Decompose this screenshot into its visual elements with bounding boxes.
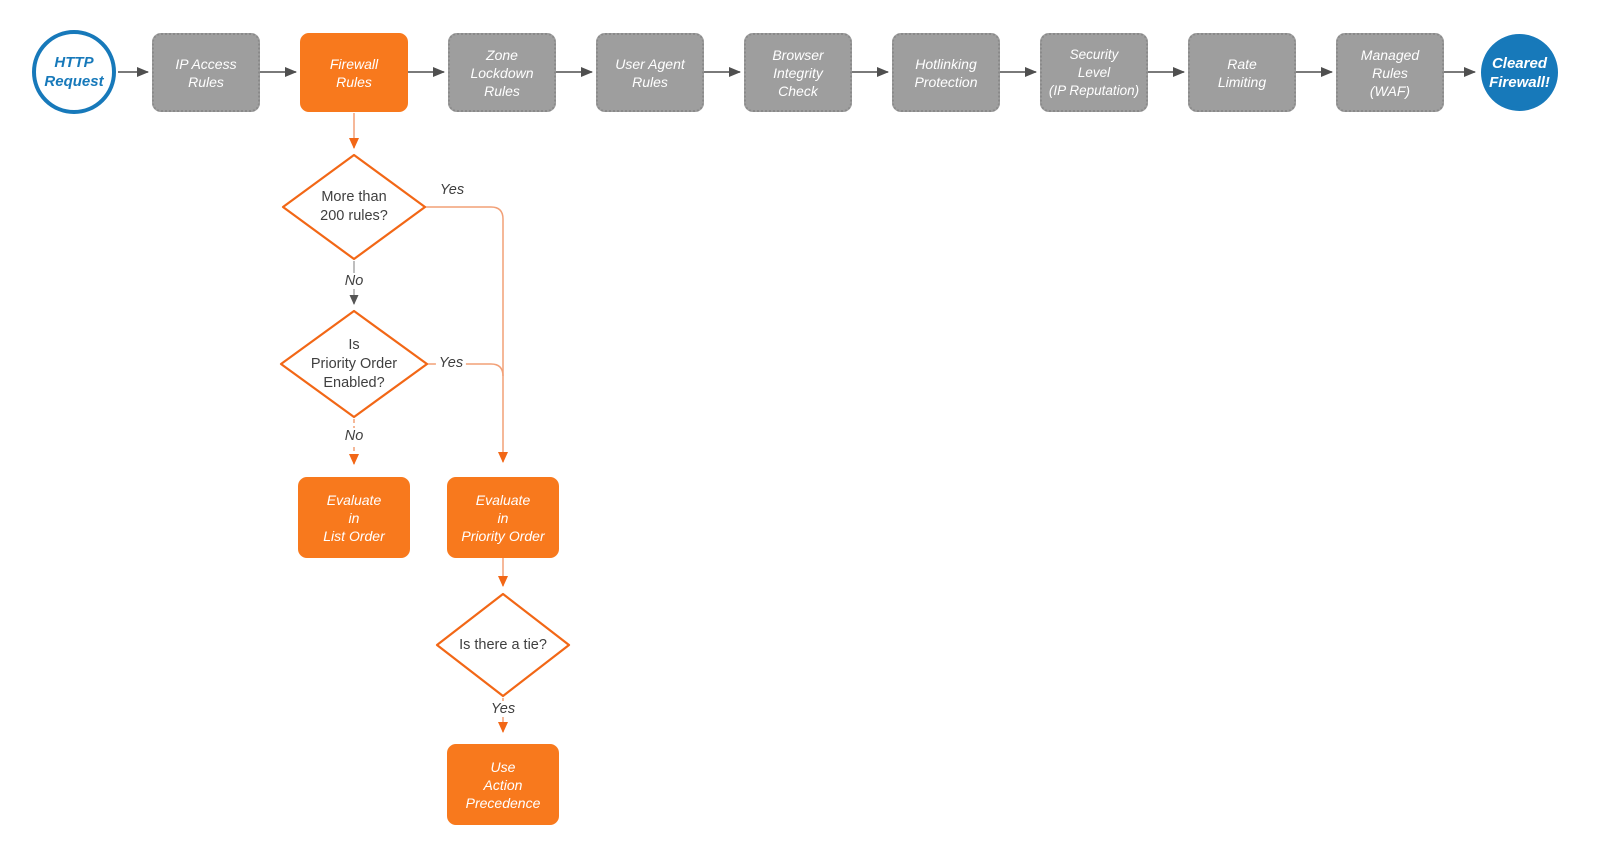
node-label: Browser Integrity Check xyxy=(772,46,824,99)
node-label: Use Action Precedence xyxy=(465,758,541,811)
node-label: Zone Lockdown Rules xyxy=(470,46,534,99)
node-label: Firewall Rules xyxy=(329,55,379,90)
node-user-agent-rules: User Agent Rules xyxy=(596,33,704,112)
node-rate-limiting: Rate Limiting xyxy=(1188,33,1296,112)
node-label: Rate Limiting xyxy=(1217,55,1267,90)
edge-label-yes-3: Yes xyxy=(487,701,519,717)
node-label: Hotlinking Protection xyxy=(914,55,978,90)
node-hotlinking-protection: Hotlinking Protection xyxy=(892,33,1000,112)
node-label: HTTP Request xyxy=(44,54,104,90)
edge-label-yes-2: Yes xyxy=(435,355,467,371)
node-label: Evaluate in Priority Order xyxy=(461,491,545,544)
node-evaluate-in-list-order: Evaluate in List Order xyxy=(298,477,410,558)
decision-more-than-200-rules-label: More than 200 rules? xyxy=(320,189,388,224)
edge-label-no-2: No xyxy=(341,428,367,444)
node-label: Managed Rules (WAF) xyxy=(1360,46,1420,99)
decision-priority-order-enabled-label: Is Priority Order Enabled? xyxy=(310,336,398,391)
node-label: User Agent Rules xyxy=(615,55,685,90)
node-use-action-precedence: Use Action Precedence xyxy=(447,744,559,825)
node-label: IP Access Rules xyxy=(175,55,237,90)
node-security-level: Security Level (IP Reputation) xyxy=(1040,33,1148,112)
node-label: Security Level (IP Reputation) xyxy=(1048,46,1140,98)
node-firewall-rules: Firewall Rules xyxy=(300,33,408,112)
edge-label-yes-1: Yes xyxy=(436,182,468,198)
node-label: Cleared Firewall! xyxy=(1489,54,1550,91)
node-ip-access-rules: IP Access Rules xyxy=(152,33,260,112)
node-browser-integrity-check: Browser Integrity Check xyxy=(744,33,852,112)
node-http-request: HTTP Request xyxy=(32,30,116,114)
node-label: Evaluate in List Order xyxy=(323,491,385,544)
edge-label-no-1: No xyxy=(341,273,367,289)
node-managed-rules-waf: Managed Rules (WAF) xyxy=(1336,33,1444,112)
node-evaluate-in-priority-order: Evaluate in Priority Order xyxy=(447,477,559,558)
node-zone-lockdown-rules: Zone Lockdown Rules xyxy=(448,33,556,112)
node-cleared-firewall: Cleared Firewall! xyxy=(1481,34,1558,111)
decision-is-there-a-tie-label: Is there a tie? xyxy=(459,636,547,653)
